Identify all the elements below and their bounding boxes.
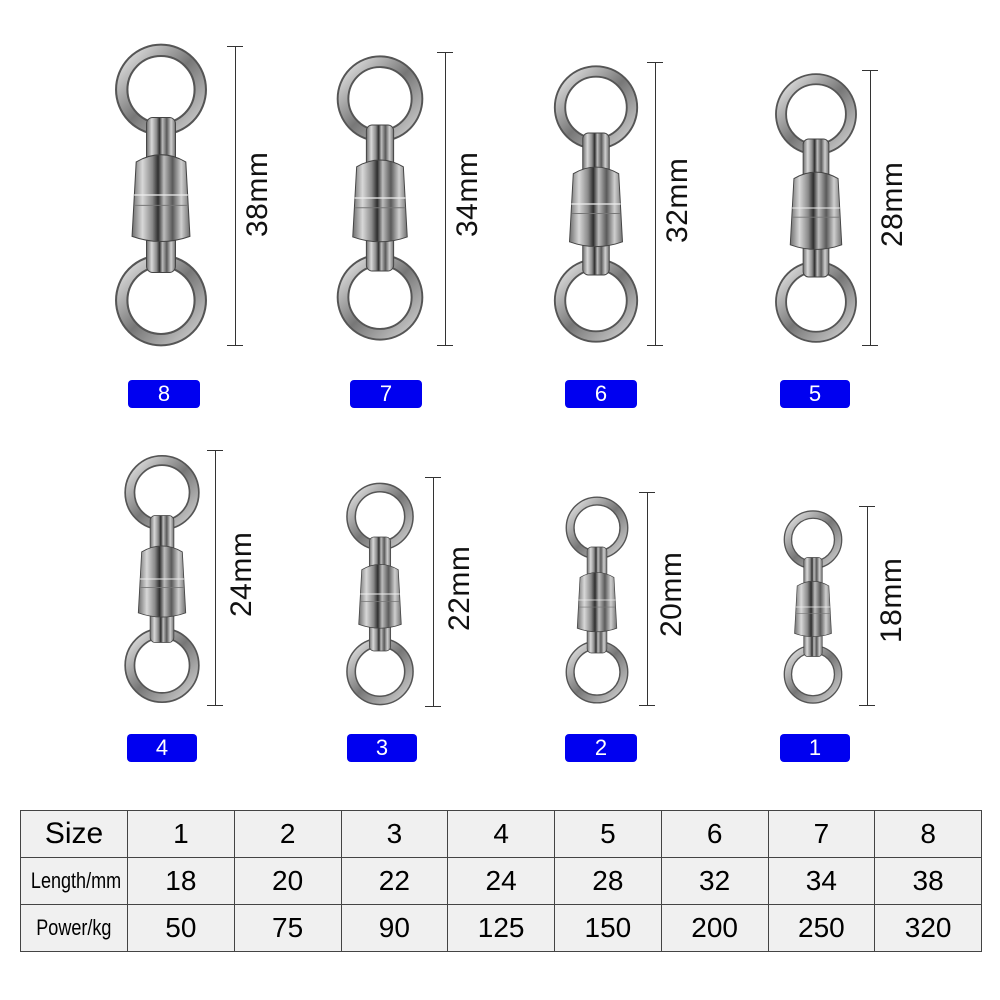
ball-bearing-swivel-icon [330,52,430,344]
dimension-line [647,62,663,346]
dimension-line [859,506,875,706]
row-header-power: Power/kg [20,904,128,952]
table-cell: 200 [660,904,769,952]
dimension-line [437,52,453,346]
row-header-length: Length/mm [20,857,128,905]
table-cell: 3 [340,810,449,858]
table-row-power: Power/kg 50 75 90 125 150 200 250 320 [20,904,982,952]
table-cell: 20 [233,857,342,905]
dimension-line [207,450,223,706]
table-cell: 4 [447,810,555,858]
ball-bearing-swivel-icon [780,508,846,706]
row-header-power-text: Power/kg [36,915,112,940]
dimension-line [639,492,655,706]
size-badge: 6 [565,380,637,408]
table-cell: 18 [127,857,235,905]
table-cell: 2 [233,810,342,858]
table-row-size: Size 1 2 3 4 5 6 7 8 [20,810,982,858]
dimension-line [862,70,878,346]
dimension-line [425,477,441,707]
table-cell: 150 [554,904,662,952]
size-badge: 5 [780,380,850,408]
ball-bearing-swivel-icon [770,70,862,346]
table-cell: 34 [767,857,876,905]
length-label: 38mm [241,151,274,237]
table-cell: 7 [767,810,876,858]
size-badge: 1 [780,734,850,762]
table-cell: 6 [660,810,769,858]
table-cell: 50 [127,904,235,952]
ball-bearing-swivel-icon [548,62,644,346]
table-cell: 320 [874,904,982,952]
table-cell: 32 [660,857,769,905]
ball-bearing-swivel-icon [118,452,206,706]
table-cell: 90 [340,904,449,952]
table-cell: 75 [233,904,342,952]
length-label: 24mm [225,531,258,617]
table-cell: 28 [554,857,662,905]
length-label: 22mm [443,545,476,631]
row-header-length-text: Length/mm [30,868,122,893]
row-header-size: Size [20,810,128,858]
size-badge: 3 [347,734,417,762]
size-badge: 8 [128,380,200,408]
table-cell: 250 [767,904,876,952]
length-label: 18mm [875,557,908,643]
table-cell: 8 [874,810,982,858]
table-row-length: Length/mm 18 20 22 24 28 32 34 38 [20,857,982,905]
ball-bearing-swivel-icon [340,480,420,708]
table-cell: 24 [447,857,555,905]
size-badge: 2 [565,734,637,762]
spec-table: Size 1 2 3 4 5 6 7 8 Length/mm 18 20 22 … [20,810,982,952]
ball-bearing-swivel-icon [560,494,634,706]
table-cell: 38 [874,857,982,905]
size-badge: 7 [350,380,422,408]
length-label: 32mm [661,157,694,243]
table-cell: 1 [127,810,235,858]
table-cell: 5 [554,810,662,858]
length-label: 34mm [451,151,484,237]
dimension-line [227,46,243,346]
length-label: 20mm [655,551,688,637]
table-cell: 22 [340,857,449,905]
size-badge: 4 [127,734,197,762]
length-label: 28mm [876,161,909,247]
ball-bearing-swivel-icon [107,40,215,350]
table-cell: 125 [447,904,555,952]
